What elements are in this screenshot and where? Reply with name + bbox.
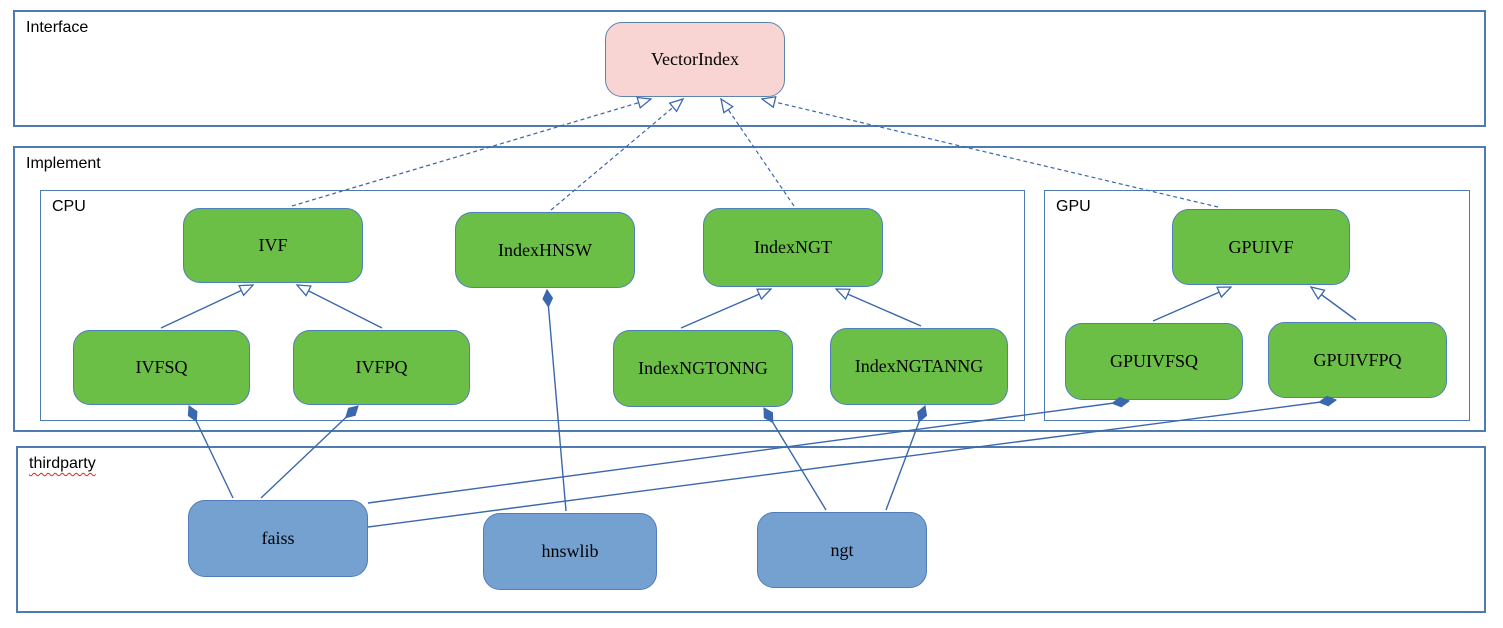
node-indexngtanng: IndexNGTANNG [830,328,1008,405]
node-indexngt-label: IndexNGT [754,237,832,257]
node-indexngtonng-label: IndexNGTONNG [638,358,768,378]
node-indexhnsw-label: IndexHNSW [498,239,592,260]
node-ngt: ngt [757,512,927,588]
node-ivfpq: IVFPQ [293,330,470,405]
node-ngt-label: ngt [830,539,854,560]
node-indexngtanng-label: IndexNGTANNG [854,356,984,376]
node-gpuivfpq-label: GPUIVFPQ [1313,349,1402,370]
node-hnswlib-label: hnswlib [541,541,599,561]
node-gpuivf: GPUIVF [1172,209,1350,285]
node-faiss-label: faiss [261,528,295,548]
container-cpu-label: CPU [52,198,86,215]
node-indexhnsw: IndexHNSW [455,212,635,288]
node-vectorindex: VectorIndex [605,22,785,97]
node-indexngtonng: IndexNGTONNG [613,330,793,407]
node-gpuivf-label: GPUIVF [1228,236,1294,257]
container-implement-label: Implement [26,155,101,172]
node-faiss: faiss [188,500,368,577]
node-indexngt: IndexNGT [703,208,883,287]
node-ivf: IVF [183,208,363,283]
container-gpu-label: GPU [1056,198,1091,215]
node-gpuivfsq: GPUIVFSQ [1065,323,1243,400]
node-ivfsq-label: IVFSQ [135,357,188,377]
node-gpuivfpq: GPUIVFPQ [1268,322,1447,398]
container-thirdparty-label: thirdparty [29,455,96,472]
node-vectorindex-label: VectorIndex [651,49,739,69]
container-interface-label: Interface [26,19,89,36]
node-ivfsq: IVFSQ [73,330,250,405]
node-gpuivfsq-label: GPUIVFSQ [1109,351,1199,371]
node-ivfpq-label: IVFPQ [355,357,408,377]
node-ivf-label: IVF [258,235,288,255]
node-hnswlib: hnswlib [483,513,657,590]
